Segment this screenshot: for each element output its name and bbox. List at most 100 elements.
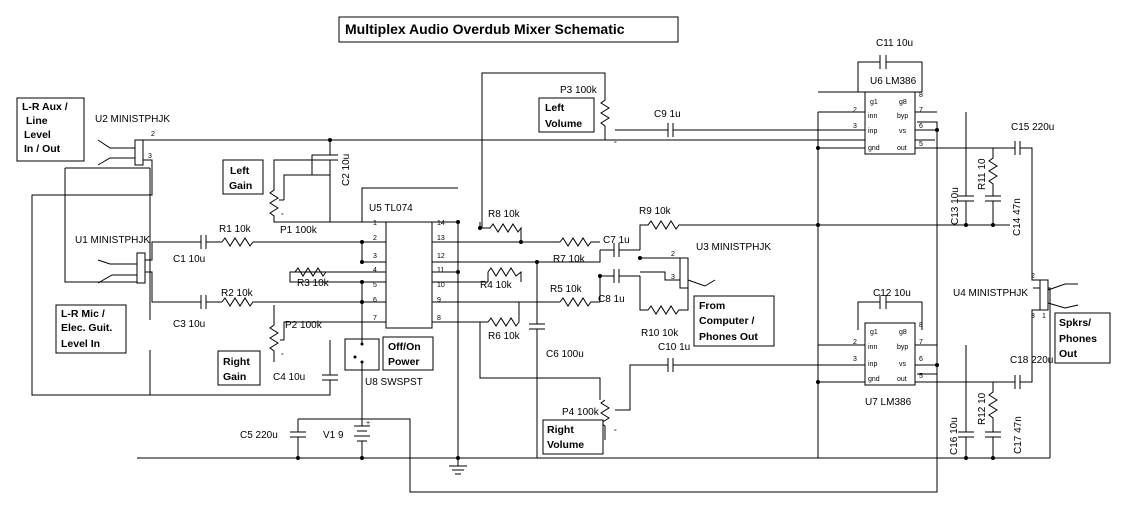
svg-text:°: ° <box>614 428 617 436</box>
c3-label: C3 10u <box>173 319 205 330</box>
spkrs-line2: Phones <box>1059 333 1097 345</box>
r7-resistor <box>559 237 600 247</box>
from-computer-line3: Phones Out <box>699 331 758 343</box>
svg-text:°: ° <box>281 352 284 360</box>
r5-label: R5 10k <box>550 284 583 295</box>
r9-resistor <box>639 220 818 250</box>
r12-resistor <box>985 382 1001 458</box>
u7-amplifier <box>818 295 1010 386</box>
lr-aux-line1: L-R Aux / <box>22 101 68 113</box>
u5-pin7: 7 <box>373 315 377 322</box>
u7-pin7: 7 <box>919 339 923 346</box>
lr-mic-line2: Elec. Guit. <box>61 322 112 334</box>
right-volume-line1: Right <box>547 424 574 436</box>
u3-pin3: 3 <box>671 274 675 281</box>
u7-pin2: 2 <box>853 339 857 346</box>
left-gain-line1: Left <box>230 165 250 177</box>
c8-capacitor <box>600 269 640 283</box>
u7-byp: byp <box>897 344 908 351</box>
u8-label: U8 SWSPST <box>365 377 423 388</box>
u6-vs: vs <box>899 128 907 135</box>
off-on-box <box>382 336 434 371</box>
r3-label: R3 10k <box>297 278 330 289</box>
lr-mic-box <box>55 304 127 354</box>
u4-pin1: 1 <box>1042 313 1046 320</box>
r8-resistor <box>479 222 522 242</box>
c4-label: C4 10u <box>273 372 305 383</box>
c16-label: C16 10u <box>949 417 960 455</box>
u1-label: U1 MINISTPHJK <box>75 235 150 246</box>
u5-opamp <box>289 187 601 458</box>
r7-label: R7 10k <box>553 254 586 265</box>
r1-label: R1 10k <box>219 224 252 235</box>
u6-inn: inn <box>868 113 877 120</box>
u2-jack: 2 3 <box>31 131 935 396</box>
u7-g8: g8 <box>899 329 907 336</box>
c7-label: C7 1u <box>603 235 630 246</box>
r11-resistor <box>985 148 1001 225</box>
ground-rail <box>137 287 1051 475</box>
u5-pin9: 9 <box>437 297 441 304</box>
u3-pin2: 2 <box>671 251 675 258</box>
v1-battery: + <box>354 400 370 458</box>
vcc-rail <box>362 121 938 493</box>
c6-capacitor <box>529 262 545 458</box>
left-gain-box <box>222 159 264 195</box>
right-volume-line2: Volume <box>547 439 584 451</box>
r9-label: R9 10k <box>639 206 672 217</box>
c1-capacitor <box>195 235 222 249</box>
lr-aux-line3: Level <box>24 129 51 141</box>
right-gain-box <box>217 350 261 386</box>
title-box <box>338 16 679 43</box>
off-on-line1: Off/On <box>388 341 421 353</box>
u7-out: out <box>897 376 907 383</box>
junction-dots <box>296 128 995 460</box>
p4-label: P4 100k <box>562 407 600 418</box>
svg-text:+: + <box>366 420 370 427</box>
u4-pin2: 2 <box>1031 273 1035 280</box>
c12-label: C12 10u <box>873 288 911 299</box>
r2-label: R2 10k <box>221 288 254 299</box>
u6-pin7: 7 <box>919 107 923 114</box>
c3-capacitor <box>195 295 222 309</box>
lr-mic-line3: Level In <box>61 338 100 350</box>
c14-label: C14 47n <box>1012 198 1023 236</box>
schematic-title: Multiplex Audio Overdub Mixer Schematic <box>345 21 625 37</box>
svg-text:3: 3 <box>148 153 152 160</box>
c18-label: C18 220u <box>1010 355 1053 366</box>
u6-gnd: gnd <box>868 145 880 152</box>
u6-g8: g8 <box>899 99 907 106</box>
u7-pin5: 5 <box>919 373 923 380</box>
u5-pin5: 5 <box>373 282 377 289</box>
u6-out: out <box>897 145 907 152</box>
right-gain-line1: Right <box>223 356 250 368</box>
c11-label: C11 10u <box>876 38 913 49</box>
u5-pin8: 8 <box>437 315 441 322</box>
u6-pin2: 2 <box>853 107 857 114</box>
u4-pin3: 3 <box>1031 313 1035 320</box>
c4-capacitor <box>322 340 338 385</box>
spkrs-line1: Spkrs/ <box>1059 317 1091 329</box>
u3-jack <box>640 257 716 289</box>
u5-label: U5 TL074 <box>369 203 413 214</box>
c13-capacitor <box>958 112 974 225</box>
c10-label: C10 1u <box>658 342 690 353</box>
u8-switch <box>344 336 380 400</box>
r3-resistor <box>294 267 327 277</box>
r11-label: R11 10 <box>977 158 988 190</box>
c13-label: C13 10u <box>950 187 961 225</box>
p3-label: P3 100k <box>560 85 598 96</box>
u4-jack <box>1039 279 1079 311</box>
svg-text:°: ° <box>281 212 284 220</box>
left-gain-line2: Gain <box>229 180 252 192</box>
r10-label: R10 10k <box>641 328 679 339</box>
u7-label: U7 LM386 <box>865 397 912 408</box>
r2-resistor <box>221 297 362 307</box>
u6-pin3: 3 <box>853 123 857 130</box>
p2-potentiometer: ° <box>269 305 362 362</box>
c5-capacitor <box>290 418 362 458</box>
u4-label: U4 MINISTPHJK <box>953 288 1028 299</box>
spkrs-line3: Out <box>1059 348 1078 360</box>
u6-g1: g1 <box>870 99 878 106</box>
